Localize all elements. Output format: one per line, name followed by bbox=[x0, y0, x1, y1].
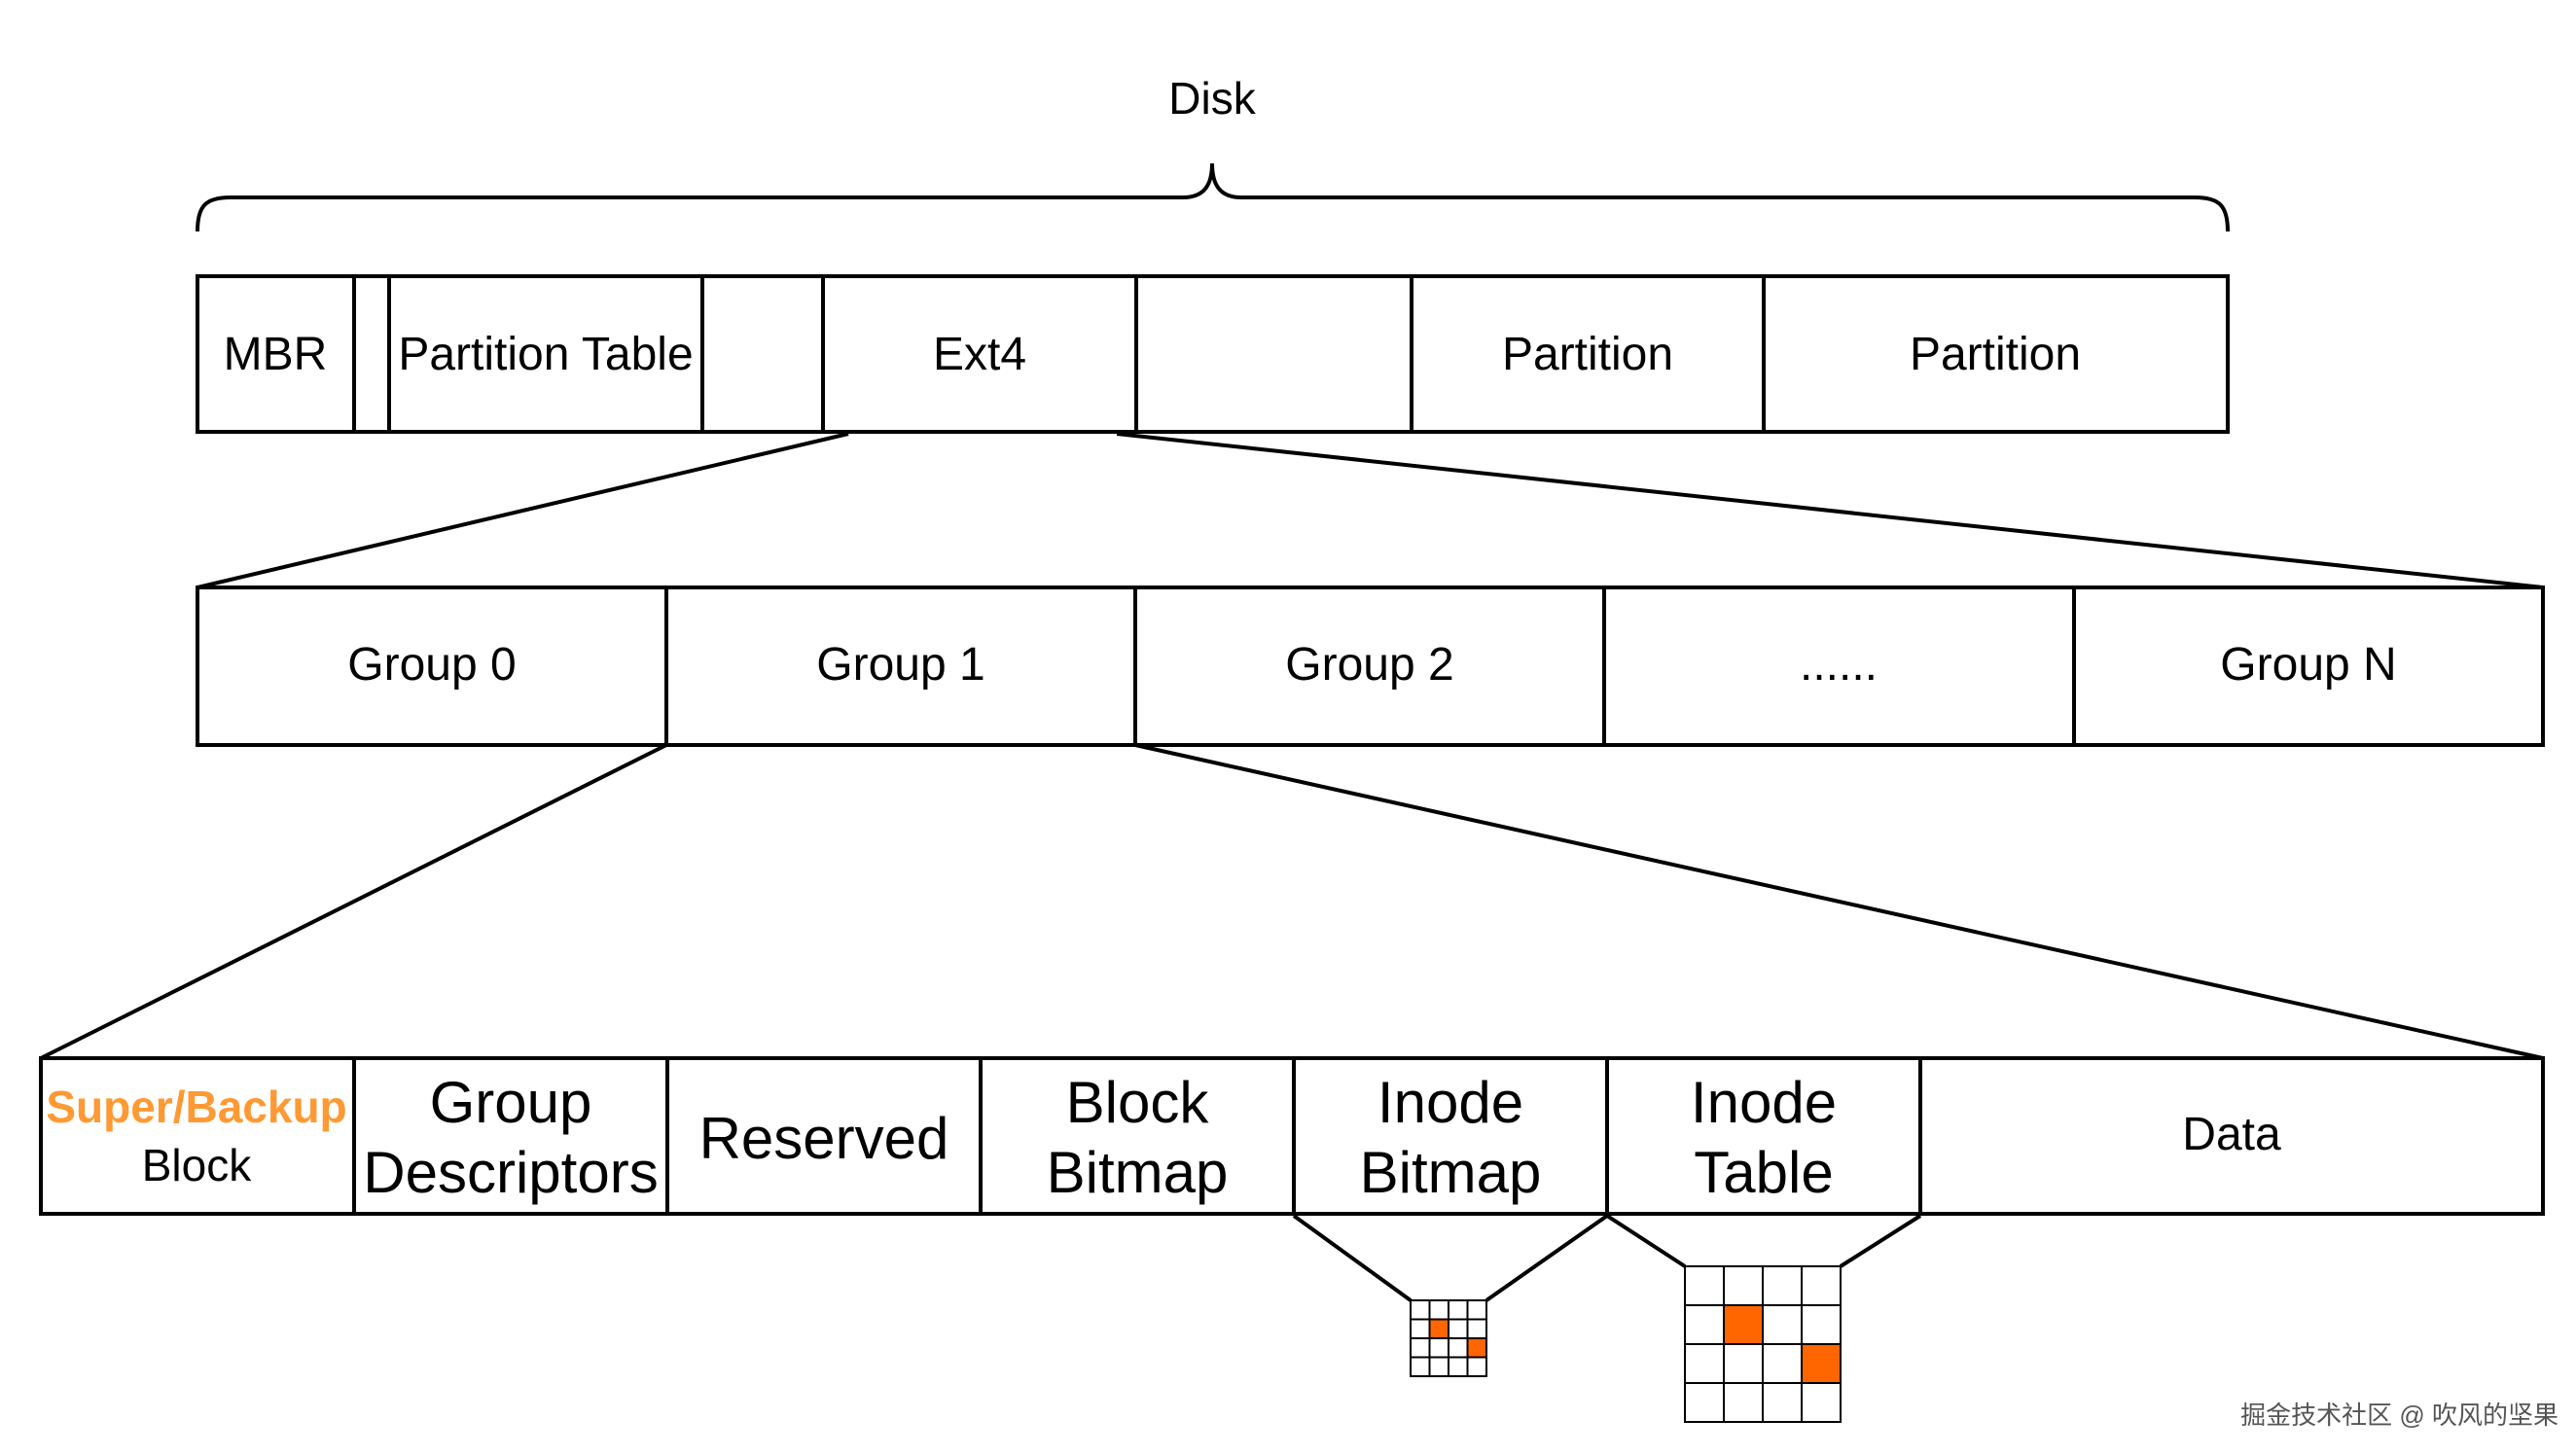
inode-table-grid-cell bbox=[1762, 1304, 1803, 1345]
super-block-label-line1: Super/Backup bbox=[46, 1082, 346, 1132]
group-row: Group 0 Group 1 Group 2 ...... Group N bbox=[196, 586, 2545, 747]
block-bitmap-cell bbox=[979, 1056, 1296, 1216]
inode-table-grid-cell-marked bbox=[1801, 1343, 1842, 1384]
inode-bitmap-grid-cell bbox=[1428, 1337, 1449, 1359]
inode-bitmap-grid-cell bbox=[1466, 1299, 1487, 1321]
inode-table-zoom-line-left bbox=[1605, 1214, 1687, 1268]
inode-table-grid-cell bbox=[1801, 1304, 1842, 1345]
group-label-n: Group N bbox=[2220, 639, 2396, 691]
inode-table-grid-cell bbox=[1684, 1265, 1725, 1306]
inode-table-grid-cell bbox=[1684, 1382, 1725, 1423]
disk-cell-empty-2 bbox=[1134, 274, 1413, 434]
inode-bitmap-label-line2: Bitmap bbox=[1360, 1140, 1542, 1205]
reserved-label: Reserved bbox=[699, 1106, 949, 1171]
disk-cell-ext4 bbox=[821, 274, 1138, 434]
disk-cell-empty-1 bbox=[700, 274, 825, 434]
group-descriptors-cell bbox=[352, 1056, 669, 1216]
inode-bitmap-grid-cell bbox=[1428, 1299, 1449, 1321]
inode-table-label-line1: Inode bbox=[1691, 1070, 1837, 1135]
inode-bitmap-grid bbox=[1410, 1299, 1487, 1377]
reserved-cell bbox=[665, 1056, 983, 1216]
inode-bitmap-grid-cell bbox=[1410, 1356, 1431, 1377]
group-cell-n bbox=[2072, 586, 2545, 747]
inode-table-grid-cell bbox=[1723, 1265, 1764, 1306]
group-label-0: Group 0 bbox=[347, 639, 516, 691]
disk-cell-mbr bbox=[196, 274, 356, 434]
inode-bitmap-grid-cell bbox=[1410, 1318, 1431, 1339]
inode-table-grid-cell bbox=[1801, 1265, 1842, 1306]
disk-label: Disk bbox=[1168, 73, 1256, 124]
group-label-2: Group 2 bbox=[1285, 639, 1453, 691]
disk-cell-partition-table bbox=[387, 274, 704, 434]
inode-table-zoom-line-right bbox=[1839, 1214, 1922, 1268]
inode-bitmap-grid-cell bbox=[1448, 1318, 1469, 1339]
inode-bitmap-grid-cell bbox=[1448, 1299, 1469, 1321]
group-label-ellipsis: ...... bbox=[1800, 639, 1878, 691]
inode-bitmap-grid-cell bbox=[1448, 1337, 1469, 1359]
group-cell-1 bbox=[664, 586, 1137, 747]
disk-cell-label-partition-1: Partition bbox=[1502, 329, 1673, 380]
disk-cell-label-partition-2: Partition bbox=[1910, 329, 2081, 380]
inode-bitmap-zoom-line-left bbox=[1292, 1214, 1413, 1302]
watermark: 掘金技术社区 @ 吹风的坚果 bbox=[2240, 1401, 2558, 1430]
inode-table-grid-cell bbox=[1762, 1343, 1803, 1384]
inode-table-grid-cell-marked bbox=[1723, 1304, 1764, 1345]
disk-cell-gap bbox=[352, 274, 391, 434]
disk-cell-label-ext4: Ext4 bbox=[933, 329, 1026, 380]
group-descriptors-label-line2: Descriptors bbox=[363, 1140, 658, 1205]
block-bitmap-label-line2: Bitmap bbox=[1047, 1140, 1229, 1205]
inode-bitmap-grid-cell-marked bbox=[1466, 1337, 1487, 1359]
inode-table-grid-cell bbox=[1801, 1382, 1842, 1423]
inode-table-grid-cell bbox=[1762, 1265, 1803, 1306]
group-descriptors-label-line1: Group bbox=[430, 1070, 592, 1135]
block-bitmap-label-line1: Block bbox=[1066, 1070, 1210, 1135]
disk-cell-label-mbr: MBR bbox=[224, 329, 328, 380]
disk-row: MBR Partition Table Ext4 Partition Parti… bbox=[196, 274, 2230, 434]
inode-bitmap-zoom-line-right bbox=[1485, 1214, 1609, 1302]
inode-bitmap-grid-cell bbox=[1428, 1356, 1449, 1377]
inode-table-grid bbox=[1684, 1265, 1842, 1423]
disk-brace bbox=[196, 162, 2230, 232]
inode-table-grid-cell bbox=[1723, 1343, 1764, 1384]
inode-bitmap-grid-cell-marked bbox=[1428, 1318, 1449, 1339]
inode-table-grid-cell bbox=[1684, 1304, 1725, 1345]
ext4-zoom-line-right bbox=[1116, 432, 2544, 589]
group-zoom-line-left bbox=[40, 743, 667, 1060]
ext4-zoom-line-left bbox=[197, 432, 849, 589]
disk-cell-label-partition-table: Partition Table bbox=[398, 329, 693, 380]
group-cell-ellipsis bbox=[1602, 586, 2076, 747]
group-cell-2 bbox=[1133, 586, 1606, 747]
disk-cell-partition-2 bbox=[1762, 274, 2230, 434]
inode-table-label-line2: Table bbox=[1694, 1140, 1833, 1205]
inode-table-grid-cell bbox=[1762, 1382, 1803, 1423]
group-cell-0 bbox=[196, 586, 668, 747]
inode-bitmap-label-line1: Inode bbox=[1377, 1070, 1523, 1135]
data-label: Data bbox=[2182, 1109, 2281, 1160]
inode-bitmap-grid-cell bbox=[1448, 1356, 1469, 1377]
inode-bitmap-grid-cell bbox=[1466, 1356, 1487, 1377]
inode-bitmap-grid-cell bbox=[1410, 1337, 1431, 1359]
group-label-1: Group 1 bbox=[816, 639, 984, 691]
block-group-row: Super/Backup Block Group Descriptors Res… bbox=[39, 1056, 2545, 1216]
super-block-label-line2: Block bbox=[142, 1140, 252, 1190]
inode-bitmap-grid-cell bbox=[1410, 1299, 1431, 1321]
group-zoom-line-right bbox=[1134, 743, 2544, 1060]
inode-table-grid-cell bbox=[1723, 1382, 1764, 1423]
inode-bitmap-grid-cell bbox=[1466, 1318, 1487, 1339]
data-cell bbox=[1918, 1056, 2545, 1216]
inode-table-grid-cell bbox=[1684, 1343, 1725, 1384]
inode-table-cell bbox=[1605, 1056, 1922, 1216]
